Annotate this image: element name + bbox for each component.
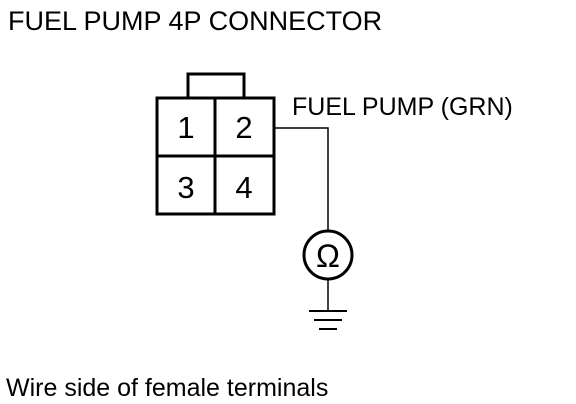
pin-4-label: 4 [235, 170, 252, 205]
wire-lead [274, 127, 329, 230]
diagram-title: FUEL PUMP 4P CONNECTOR [8, 6, 382, 36]
pin-3-label: 3 [177, 170, 194, 205]
diagram-caption: Wire side of female terminals [6, 374, 328, 402]
pin-2-label: 2 [235, 110, 252, 145]
ohm-symbol: Ω [316, 238, 340, 274]
ground-icon [309, 310, 347, 330]
wire-label: FUEL PUMP (GRN) [292, 93, 513, 121]
connector-lock-tab [186, 72, 246, 100]
ohmmeter: Ω [302, 229, 354, 281]
pin-1-label: 1 [177, 110, 194, 145]
fuel-pump-4p-connector: 1 2 3 4 [155, 72, 276, 216]
